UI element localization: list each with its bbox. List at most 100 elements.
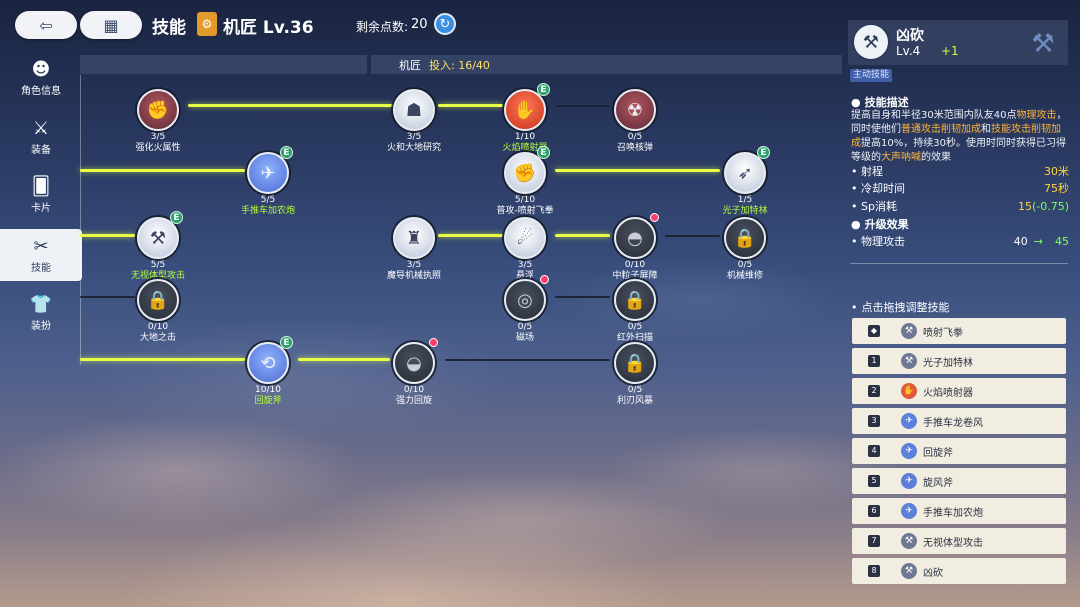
slot-skill-name: 火焰喷射器 [923, 387, 973, 399]
nav-label: 装备 [31, 144, 51, 156]
slot-number: 3 [868, 415, 880, 427]
skill-level: 3/5 [150, 132, 166, 142]
class-name: 机匠 Lv.36 [223, 18, 314, 38]
slot-skill-icon: ✈ [901, 503, 917, 519]
back-button[interactable]: ⇦ [15, 11, 77, 39]
connector [438, 104, 503, 107]
skill-glyph: ☢ [626, 99, 644, 121]
skill-detail-name: 凶砍 [896, 28, 924, 44]
skill-level: 0/5 [627, 132, 643, 142]
skill-name: 中粒子屏障 [612, 271, 658, 281]
skill-type-tag: 主动技能 [850, 69, 893, 82]
slot-skill-name: 旋风斧 [923, 477, 953, 489]
nav-equipment[interactable]: ⚔ 装备 [0, 111, 82, 163]
skill-slot[interactable]: 8⚒凶砍 [852, 558, 1066, 584]
card-icon: 🂠 [31, 175, 51, 197]
skill-level: 5/5 [260, 195, 276, 205]
slot-number: 4 [868, 445, 880, 457]
stat-value: 30米 [1044, 165, 1069, 178]
skill-name: 手推车加农炮 [240, 206, 295, 216]
menu-grid-button[interactable]: ▦ [80, 11, 142, 39]
skill-icon: ✊ [137, 89, 179, 131]
skill-name: 磁场 [515, 333, 534, 343]
skill-glyph: ☄ [516, 227, 534, 249]
desc-text: 的效果 [921, 152, 951, 163]
equipped-badge: E [757, 146, 770, 159]
slot-skill-name: 手推车加农炮 [923, 507, 983, 519]
slot-skill-name: 手推车龙卷风 [923, 417, 983, 429]
skill-level: 1/10 [514, 132, 536, 142]
skill-slot[interactable]: 3 ✈ 手推车龙卷风 [852, 408, 1066, 434]
connector [555, 169, 720, 172]
upgrade-physical-attack: • 物理攻击 40 → 45 [851, 233, 1069, 249]
page-title: 技能 [152, 18, 186, 38]
desc-text: 提高10%，持续30秒。使用时同时获得已习得等级的 [851, 138, 1066, 163]
bullet-icon: • [851, 300, 858, 314]
skill-level: 0/10 [147, 322, 169, 332]
skill-name: 火焰喷射器 [502, 143, 548, 153]
skill-level: 0/10 [624, 260, 646, 270]
slot-number: 8 [868, 565, 880, 577]
skill-glyph: ✈ [260, 162, 276, 184]
skill-level: 3/5 [406, 132, 422, 142]
nav-label: 技能 [31, 262, 51, 274]
skill-icon: ⟲E [247, 336, 293, 384]
skill-slot[interactable]: 4✈回旋斧 [852, 438, 1066, 464]
highlight-text: 技能攻击削韧加成 [851, 124, 1061, 149]
tree-invested-points: 投入: 16/40 [429, 58, 490, 72]
upgrade-section-title: ● 升级效果 [851, 216, 909, 232]
stat-key: • 物理攻击 [851, 235, 905, 248]
skill-name: 普攻-喷射飞拳 [496, 206, 554, 216]
skill-slot[interactable]: 7⚒无视体型攻击 [852, 528, 1066, 554]
skill-slot[interactable]: 1⚒光子加特林 [852, 348, 1066, 374]
desc-text: 提高自身和半径30米范围内队友40点 [851, 110, 1017, 121]
slot-skill-icon: ✈ [901, 413, 917, 429]
nav-outfit[interactable]: 👕 装扮 [0, 287, 82, 339]
skill-slot[interactable]: 5✈旋风斧 [852, 468, 1066, 494]
slots-title-text: 点击拖拽调整技能 [861, 301, 950, 314]
skill-slot[interactable]: ◆⚒喷射飞拳 [852, 318, 1066, 344]
slot-number: 5 [868, 475, 880, 487]
stat-cooldown: • 冷却时间 75秒 [851, 180, 1069, 196]
skill-glyph: ➶ [737, 162, 753, 184]
nav-cards[interactable]: 🂠 卡片 [0, 169, 82, 221]
skill-slot[interactable]: 6✈手推车加农炮 [852, 498, 1066, 524]
nav-character-info[interactable]: ☻ 角色信息 [0, 52, 82, 104]
skill-slot[interactable]: 2✋火焰喷射器 [852, 378, 1066, 404]
skill-level: 0/5 [517, 322, 533, 332]
stat-key: • Sp消耗 [851, 200, 897, 213]
reset-points-button[interactable]: ↻ [434, 13, 456, 35]
nav-skills[interactable]: ✂ 技能 [0, 229, 82, 281]
skill-level: 0/5 [627, 385, 643, 395]
skill-name: 强化火属性 [135, 143, 181, 153]
refresh-icon: ↻ [439, 16, 451, 32]
connector [80, 234, 135, 237]
bullet-icon: ● [851, 217, 861, 231]
equipped-badge: E [537, 83, 550, 96]
slot-skill-icon: ⚒ [901, 533, 917, 549]
skill-level: 5/10 [514, 195, 536, 205]
stat-key: • 射程 [851, 165, 883, 178]
remaining-points-value: 20 [411, 17, 428, 32]
skill-level: 0/5 [627, 322, 643, 332]
skill-glyph: 🔒 [146, 289, 170, 311]
desc-text: 和 [981, 124, 991, 135]
